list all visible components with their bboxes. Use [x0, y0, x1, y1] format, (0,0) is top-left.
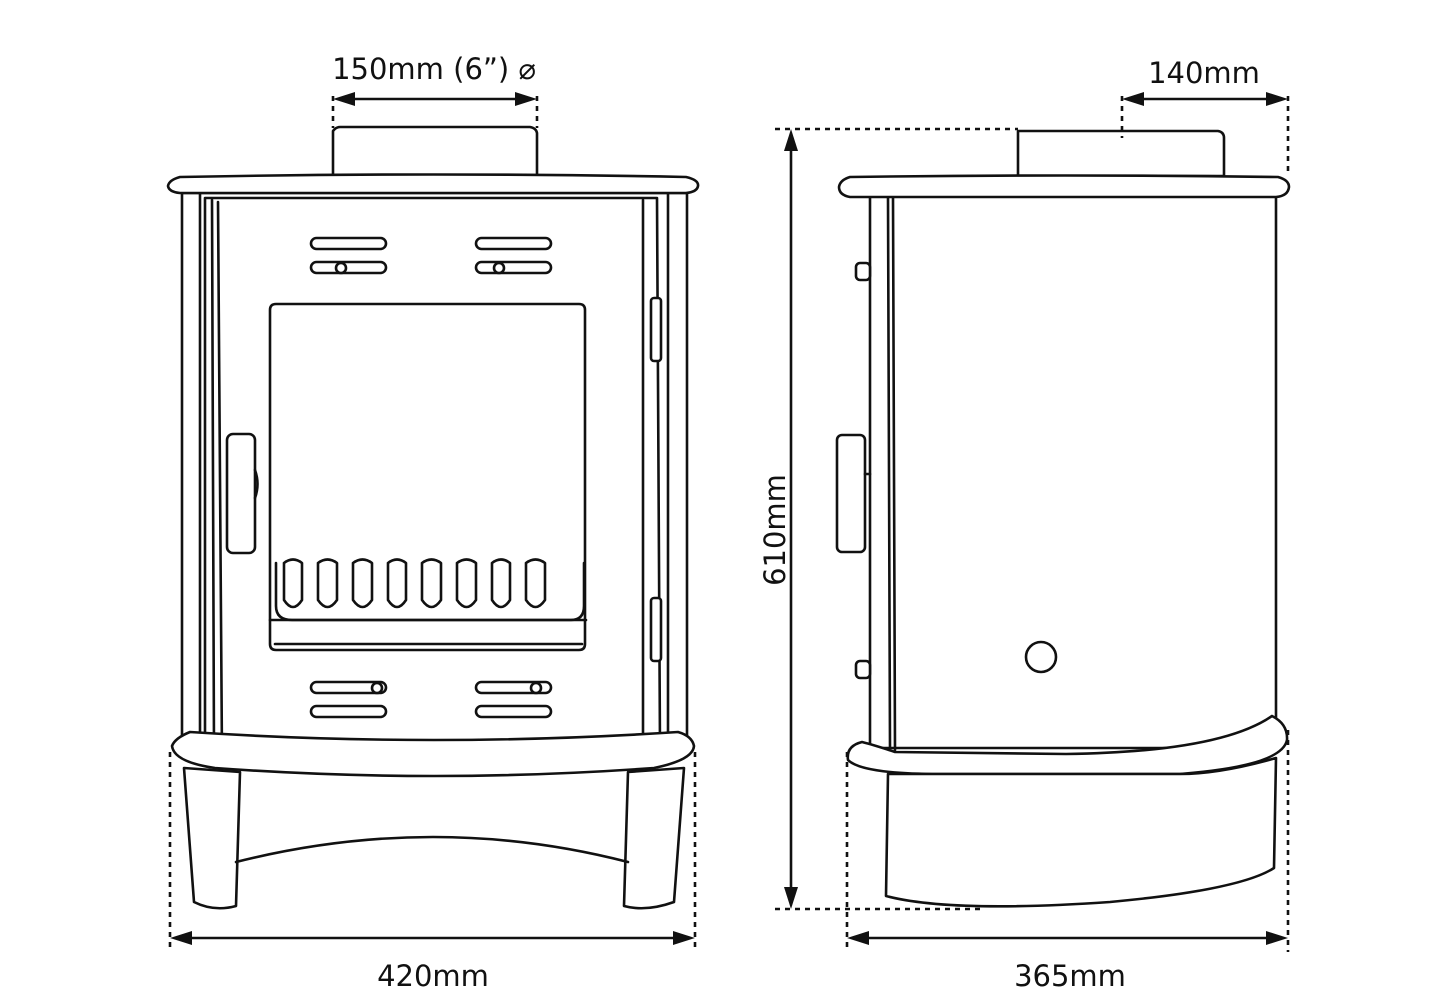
front-leg-left: [182, 766, 242, 910]
depth-label: 365mm: [1014, 959, 1126, 993]
width-label: 420mm: [377, 959, 489, 993]
side-view: [835, 129, 1291, 908]
front-leg-right: [622, 766, 686, 910]
dimension-lines: [168, 92, 1290, 952]
grate-finger: [490, 558, 512, 609]
upper-air-vents: [309, 236, 553, 275]
front-view: [166, 125, 700, 910]
front-flue-collar: [331, 125, 539, 178]
front-base-plinth: [170, 730, 696, 778]
side-base-plinth: [846, 714, 1289, 776]
side-hinge-pin-bottom: [854, 659, 872, 680]
grate-fingers: [282, 558, 547, 609]
grate-finger: [316, 558, 339, 609]
door-hinge-bottom: [649, 596, 663, 663]
grate-finger: [524, 558, 547, 609]
grate-finger: [386, 558, 408, 609]
side-ash-base: [884, 756, 1278, 908]
grate-finger: [420, 558, 443, 609]
height-label: 610mm: [758, 474, 792, 586]
side-body: [868, 194, 1278, 750]
door-glass-window: [268, 302, 587, 652]
side-door-handle: [835, 433, 867, 554]
side-top-plate: [837, 174, 1291, 199]
door-handle: [225, 432, 257, 555]
flue-diameter-label: 150mm (6”) ⌀: [332, 52, 536, 86]
lower-air-vents: [309, 680, 553, 719]
door-hinge-top: [649, 296, 663, 363]
flue-offset-label: 140mm: [1148, 56, 1260, 90]
front-top-plate: [166, 173, 700, 195]
grate-finger: [351, 558, 374, 609]
air-control-knob: [1024, 640, 1058, 674]
side-hinge-pin-top: [854, 261, 872, 282]
side-flue-collar: [1016, 129, 1226, 178]
grate-finger: [282, 558, 304, 609]
grate-finger: [455, 558, 478, 609]
